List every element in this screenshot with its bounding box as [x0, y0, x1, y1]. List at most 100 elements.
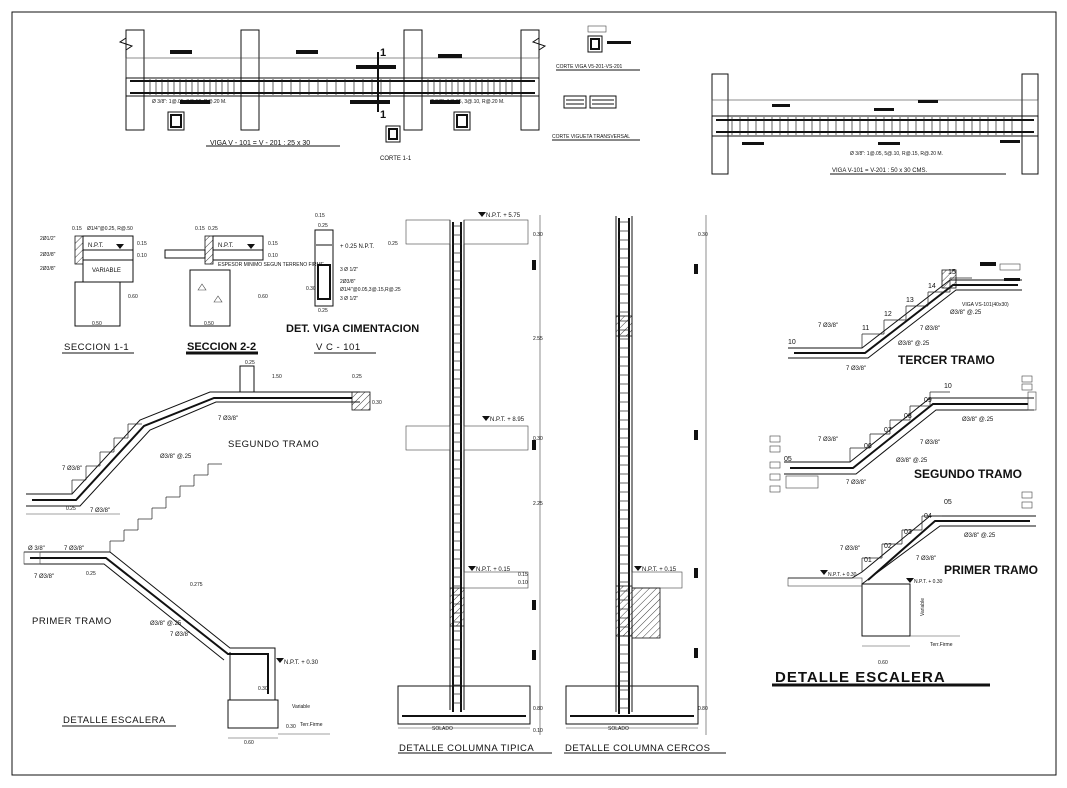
col-cercos-dim: 0.80: [698, 706, 708, 712]
stair-left-variable: Variable: [292, 704, 310, 710]
vc101-dim: 0.15: [315, 213, 325, 219]
col-dim: 0.80: [533, 706, 543, 712]
t1-terreno: Terr.Firme: [930, 642, 953, 648]
sheet-border: [11, 11, 1057, 776]
t2-step: 10: [944, 383, 952, 390]
stair-left-dim: 0.275: [190, 582, 203, 588]
vc101-dim: 0.25: [388, 241, 398, 247]
stair-right-tercer-title: TERCER TRAMO: [898, 353, 995, 367]
t1-label: 7 Ø3/8": [916, 556, 936, 562]
col-npt-mid: N.P.T. + 8.95: [490, 417, 525, 423]
sec11-left-label: 2Ø3/8": [40, 252, 56, 258]
col-solado: SOLADO: [432, 726, 453, 732]
stair-right-segundo: 05 06 07 08 09 10 7 Ø3/8" 7 Ø3/8" Ø3/8" …: [769, 375, 1037, 493]
t3-step: 10: [788, 339, 796, 346]
col-npt-top: N.P.T. + 5.75: [486, 213, 521, 219]
beam-top-title: VIGA V - 101 = V - 201 : 25 x 30: [210, 140, 310, 147]
stair-left-label: 7 Ø3/8": [218, 416, 238, 422]
sec11-dim: 0.50: [92, 321, 102, 327]
sec22-dim: 0.25: [208, 226, 218, 232]
sec11-dim: 0.15: [72, 226, 82, 232]
beam-top-right: Ø 3/8": 1@.05, 5@.10, R@.15, R@.20 M. VI…: [711, 73, 1039, 175]
sec22-dim: 0.15: [195, 226, 205, 232]
col-dim: 0.10: [533, 728, 543, 734]
t1-variable: Variable: [920, 598, 926, 616]
stair-left-npt: N.P.T. + 0.30: [284, 660, 319, 666]
vc101-bar: 2Ø3/8": [340, 279, 356, 285]
t3-step: 11: [862, 325, 869, 332]
sec11-left-label: 2Ø1/2": [40, 236, 56, 242]
stair-left-label: 7 Ø3/8": [64, 546, 84, 552]
sec11-dim: 0.10: [137, 253, 147, 259]
sec11-title: SECCION 1-1: [64, 342, 129, 353]
stair-left-dim: 1.50: [272, 374, 282, 380]
sec22-dim: 0.60: [258, 294, 268, 300]
col-dim: 0.15: [518, 572, 528, 578]
stair-left-dim: 0.25: [245, 360, 255, 366]
cut-marker-top: 1: [380, 47, 386, 59]
stair-left-label: Ø 3/8": [28, 546, 45, 552]
vc101-detail: + 0.25 N.P.T. 3 Ø 1/2" 2Ø3/8" Ø1/4"@0.05…: [286, 213, 419, 354]
cut-marker-bottom: 1: [380, 109, 386, 121]
stair-right-segundo-title: SEGUNDO TRAMO: [914, 467, 1022, 481]
stair-left-label: Ø3/8" @.25: [150, 621, 182, 627]
t2-step: 07: [884, 427, 892, 434]
t2-label: Ø3/8" @.25: [896, 458, 928, 464]
t3-step: 12: [884, 311, 892, 318]
section-1-1: N.P.T. VARIABLE Ø1/4"@0.25, R@.50 2Ø1/2"…: [40, 226, 147, 354]
stair-left-segundo-title: SEGUNDO TRAMO: [228, 439, 319, 450]
t1-step: 04: [924, 513, 932, 520]
vc101-dim: 0.25: [318, 308, 328, 314]
column-tipica: N.P.T. + 5.75 N.P.T. + 8.95 N.P.T. + 0.1…: [397, 212, 552, 754]
col-cercos-title: DETALLE COLUMNA CERCOS: [565, 743, 710, 754]
t2-step: 08: [904, 413, 912, 420]
sec11-dim: 0.60: [128, 294, 138, 300]
col-cercos-npt-low: N.P.T. + 0.15: [642, 567, 677, 573]
beam-right-stirrup-note: Ø 3/8": 1@.05, 5@.10, R@.15, R@.20 M.: [850, 151, 943, 157]
t1-npt-b: N.P.T. + 0.30: [914, 579, 943, 585]
t3-label: Ø3/8" @.25: [898, 341, 930, 347]
t3-label: 7 Ø3/8": [920, 326, 940, 332]
t2-label: 7 Ø3/8": [818, 437, 838, 443]
sec11-rebar: Ø1/4"@0.25, R@.50: [87, 226, 133, 232]
sec11-left-label: 2Ø3/8": [40, 266, 56, 272]
stair-right-tercer: VIGA VS-101(40x30) 10 11 12 13 14 15 7 Ø…: [788, 262, 1022, 372]
t2-label: 7 Ø3/8": [846, 480, 866, 486]
joist-section-caption: CORTE VIGUETA TRANSVERSAL: [552, 134, 630, 140]
vc101-bar: Ø1/4"@0.05,3@.15,R@.25: [340, 287, 401, 293]
stair-left-label: 7 Ø3/8": [170, 632, 190, 638]
t1-npt-a: N.P.T. + 0.30: [828, 572, 857, 578]
beam-section-caption: CORTE VIGA V5-201-VS-201: [556, 64, 623, 70]
col-dim: 0.30: [533, 436, 543, 442]
col-dim: 2.55: [533, 336, 543, 342]
stair-right-detalle-title: DETALLE ESCALERA: [775, 669, 946, 686]
beam-top-left: Ø 3/8": 1@.05, 3@.10, R@.20 M. Ø 3/8": 1…: [118, 29, 547, 162]
stair-left-label: 7 Ø3/8": [90, 508, 110, 514]
vc101-dim: 0.30: [306, 286, 316, 292]
col-tipica-title: DETALLE COLUMNA TIPICA: [399, 743, 534, 754]
sec22-dim: 0.15: [268, 241, 278, 247]
vc101-npt: + 0.25 N.P.T.: [340, 244, 374, 250]
beam-section-details: CORTE VIGA V5-201-VS-201 CORTE VIGUETA T…: [552, 25, 640, 141]
t2-label: Ø3/8" @.25: [962, 417, 994, 423]
t1-step: 05: [944, 499, 952, 506]
t2-step: 06: [864, 443, 872, 450]
vc101-bar: 3 Ø 1/2": [340, 267, 358, 273]
t3-label: 7 Ø3/8": [818, 323, 838, 329]
beam-right-title: VIGA V-101 = V-201 : 50 x 30 CMS.: [832, 168, 928, 174]
t3-label: 7 Ø3/8": [846, 366, 866, 372]
col-cercos-dim: 0.30: [698, 232, 708, 238]
section-2-2: N.P.T. ESPESOR MINIMO SEGUN TERRENO FIRM…: [164, 226, 325, 355]
stair-left-dim: 0.30: [258, 686, 268, 692]
t3-label: Ø3/8" @.25: [950, 310, 982, 316]
stair-right-viga-note: VIGA VS-101(40x30): [962, 302, 1009, 308]
stair-left-primer-title: PRIMER TRAMO: [32, 616, 112, 627]
stair-left-detalle-title: DETALLE ESCALERA: [63, 715, 166, 726]
t3-step: 14: [928, 283, 936, 290]
sec11-dim: 0.15: [137, 241, 147, 247]
sec11-npt: N.P.T.: [88, 243, 104, 249]
stair-right-primer: 01 02 03 04 05 7 Ø3/8" Ø3/8" @.25 7 Ø3/8…: [772, 491, 1038, 687]
stair-left-dim: 0.25: [352, 374, 362, 380]
t1-step: 03: [904, 529, 912, 536]
